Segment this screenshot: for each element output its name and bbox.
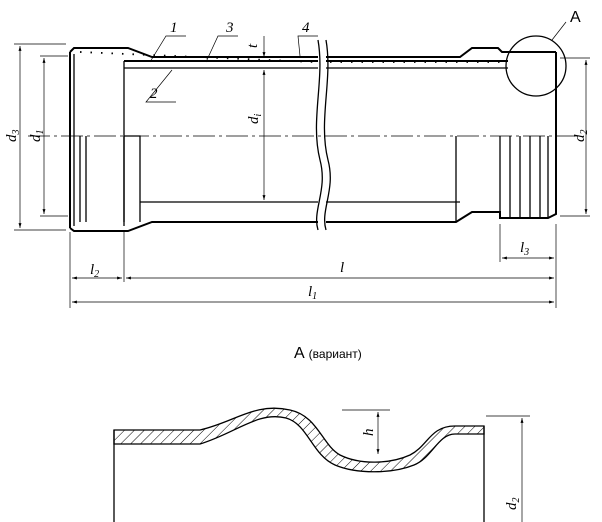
d3-label: d3 (4, 130, 22, 143)
wall-section-hatched (113, 407, 485, 473)
outer-wall-top-right (326, 47, 556, 58)
d2-label: d2 (572, 130, 590, 143)
spigot-outline (326, 52, 557, 223)
socket-outline (69, 47, 318, 58)
h-label: h (361, 429, 377, 437)
dim-ext-lines (69, 224, 557, 308)
detail-caption: A(вариант) (294, 345, 362, 362)
detail-callout-label: A (570, 9, 581, 26)
bore-shoulder (124, 135, 141, 222)
leader-1-label: 1 (170, 20, 178, 36)
l3-label: l3 (520, 240, 529, 258)
di-label: di (246, 114, 264, 125)
leaders (145, 35, 318, 103)
t-label: t (245, 43, 261, 48)
dim-d1 (40, 55, 68, 217)
break-line-right (323, 39, 331, 231)
socket-lower-outline (69, 221, 318, 232)
leader-4-label: 4 (302, 20, 310, 36)
leader-2-label: 2 (150, 86, 158, 102)
break-line-left (315, 39, 323, 231)
dim-d3 (14, 43, 66, 231)
detail-circle-a (505, 35, 567, 97)
detail-a-view: h d2 (113, 407, 530, 522)
l1-label: l1 (308, 284, 317, 302)
l-label: l (340, 260, 344, 276)
pipe-body (69, 39, 557, 232)
d1-label: d1 (28, 130, 46, 143)
detail-leader-a (551, 21, 567, 41)
d2-detail-label: d2 (504, 498, 522, 511)
l2-label: l2 (90, 262, 99, 280)
leader-3-label: 3 (225, 20, 234, 36)
